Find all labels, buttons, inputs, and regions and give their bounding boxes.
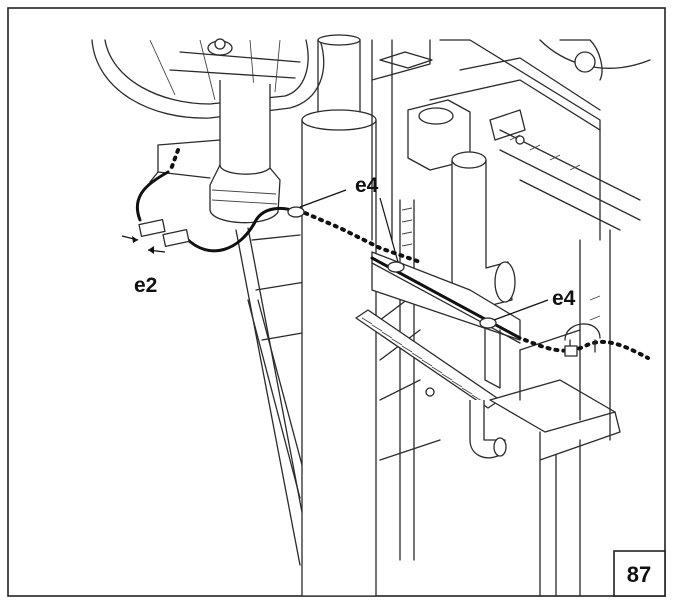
disconnect-arrows (121, 235, 166, 254)
machine-frame (371, 39, 651, 241)
figure-number-box: 87 (613, 550, 666, 597)
connector-e2-a (138, 218, 166, 238)
cable-clip (287, 206, 305, 218)
callout-e2: e2 (134, 274, 157, 297)
cable-e4-route (296, 208, 422, 264)
wheel-housing (91, 38, 325, 119)
frame-legs (235, 227, 313, 566)
cable-clip (479, 317, 497, 329)
connector-e2-b (162, 228, 190, 248)
cable-e2 (135, 170, 170, 222)
pipe-elbow (451, 151, 516, 307)
motor-cylinder (149, 80, 281, 224)
rack-assembly (355, 199, 621, 597)
leader-lines (299, 189, 549, 321)
cable-harness (135, 148, 650, 360)
figure-number: 87 (627, 562, 651, 587)
callout-e4-top: e4 (355, 174, 379, 197)
callout-e4-right: e4 (552, 287, 576, 310)
central-column (301, 34, 377, 597)
cable-clip (387, 261, 405, 273)
